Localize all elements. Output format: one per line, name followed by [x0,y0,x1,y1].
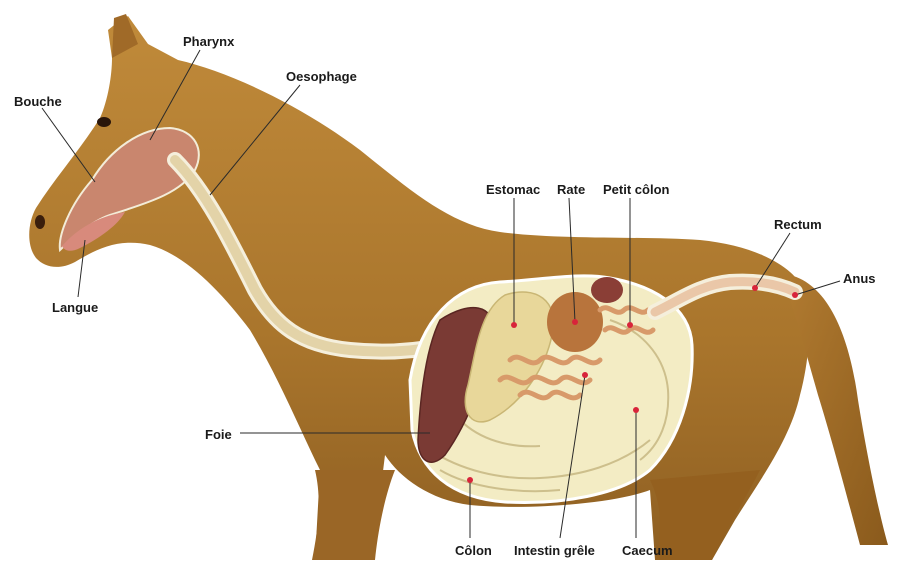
label-estomac: Estomac [486,182,540,197]
label-pharynx: Pharynx [183,34,234,49]
horse-nostril [35,215,45,229]
label-colon: Côlon [455,543,492,558]
label-rate: Rate [557,182,585,197]
horse-eye [97,117,111,127]
horse-tail [790,275,888,545]
label-intestin-grele: Intestin grêle [514,543,595,558]
label-anus: Anus [843,271,876,286]
label-foie: Foie [205,427,232,442]
label-caecum: Caecum [622,543,673,558]
small-colon-bulb [591,277,623,303]
label-rectum: Rectum [774,217,822,232]
label-oesophage: Oesophage [286,69,357,84]
label-langue: Langue [52,300,98,315]
label-petit-colon: Petit côlon [603,182,669,197]
label-bouche: Bouche [14,94,62,109]
horse-front-leg [312,470,395,560]
